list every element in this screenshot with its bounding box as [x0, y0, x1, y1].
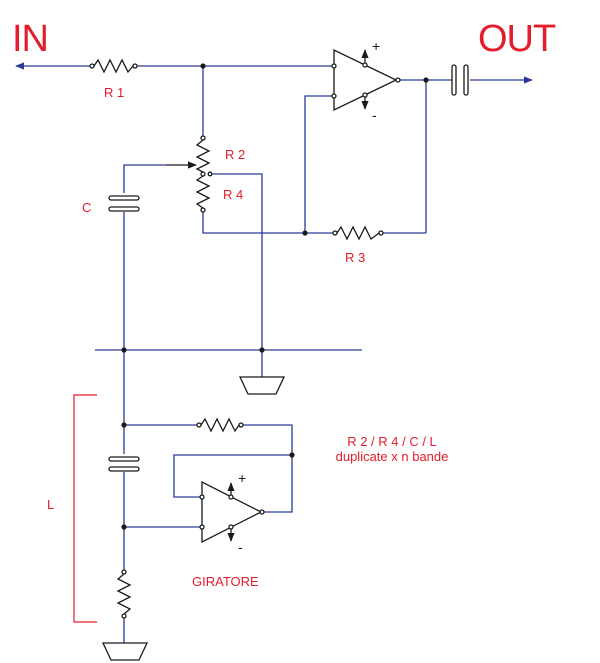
r3-label: R 3 — [345, 250, 366, 265]
junction-dot — [121, 422, 127, 428]
junction-dot — [289, 452, 295, 458]
c-top-wire — [123, 164, 166, 193]
ground-symbol — [238, 376, 286, 395]
output-capacitor — [451, 64, 469, 96]
r1-label: R 1 — [104, 85, 125, 100]
junction-dot — [200, 63, 206, 69]
c-label: C — [82, 200, 92, 215]
wires — [15, 62, 533, 643]
giratore-label: GIRATORE — [192, 574, 259, 589]
op2-plus: + — [238, 470, 247, 486]
potentiometer-r2-r4 — [166, 135, 213, 213]
resistor-r1 — [89, 58, 138, 74]
note-line1: R 2 / R 4 / C / L — [347, 434, 437, 449]
r4-bottom-wire — [202, 212, 335, 234]
note: R 2 / R 4 / C / L duplicate x n bande — [322, 434, 462, 464]
r4-label: R 4 — [223, 187, 244, 202]
components — [89, 48, 469, 661]
in-label: IN — [12, 18, 49, 60]
junction-dot — [259, 347, 265, 353]
op2-minus: - — [238, 539, 243, 555]
gyr-loop-wire — [173, 454, 292, 498]
gyrator-resistor-top — [196, 417, 244, 433]
note-line2: duplicate x n bande — [335, 449, 449, 464]
opamp-minus-wire — [304, 95, 334, 233]
op1-plus: + — [372, 38, 381, 54]
out-label: OUT — [478, 18, 556, 60]
gyrator-capacitor — [108, 456, 140, 472]
gyr-res-right-wire — [243, 424, 293, 513]
tap-wire — [210, 173, 263, 350]
capacitor-c — [108, 195, 140, 212]
l-bracket — [73, 394, 97, 623]
junction-dot — [121, 347, 127, 353]
opamp-gyrator — [199, 480, 265, 544]
l-label: L — [47, 497, 55, 512]
junction-dot — [302, 230, 308, 236]
junction-dots — [121, 63, 429, 530]
ground-symbol — [101, 642, 149, 661]
junction-dot — [423, 77, 429, 83]
op1-minus: - — [372, 107, 377, 123]
gyrator-resistor-bottom — [116, 569, 132, 619]
opamp-main — [331, 48, 401, 112]
r2-label: R 2 — [225, 147, 246, 162]
resistor-r3 — [332, 225, 384, 241]
junction-dot — [121, 524, 127, 530]
